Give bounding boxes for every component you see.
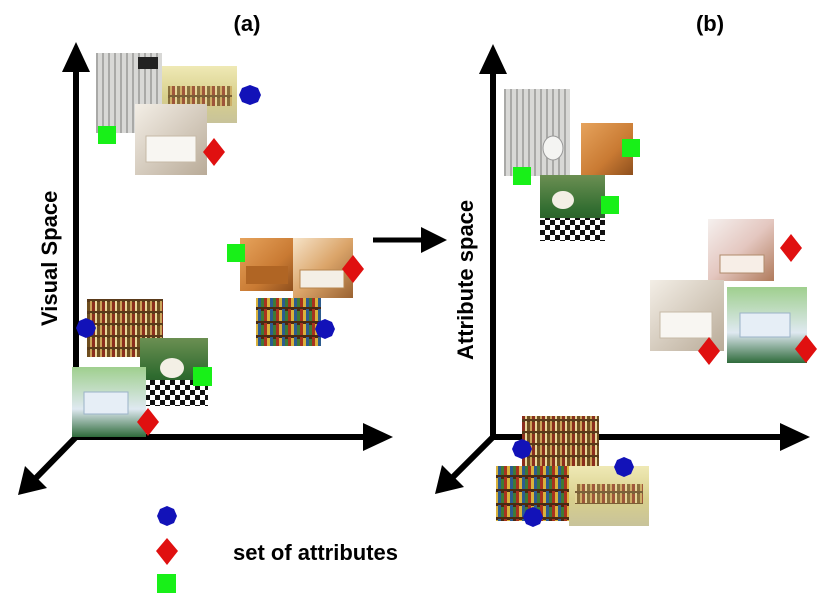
square-marker xyxy=(601,196,619,214)
y-axis-arrowhead xyxy=(479,44,507,74)
bathroom-green-photo xyxy=(540,175,605,241)
legend: set of attributes xyxy=(156,506,398,593)
circle-marker xyxy=(315,319,335,339)
bedroom-cream-photo xyxy=(650,280,724,351)
diamond-marker xyxy=(203,138,225,166)
y-axis-label: Visual Space xyxy=(37,191,62,326)
bathroom-photo xyxy=(504,89,570,176)
y-axis-arrowhead xyxy=(62,42,90,72)
x-axis-arrowhead xyxy=(363,423,393,451)
kitchen-photo xyxy=(240,238,293,291)
square-marker xyxy=(622,139,640,157)
panel-b: (b) Attribute space xyxy=(435,11,817,527)
square-marker xyxy=(98,126,116,144)
bedroom-green-photo xyxy=(72,367,146,437)
bedroom-wood-photo xyxy=(293,238,353,298)
y-axis-label: Attribute space xyxy=(453,200,478,360)
legend-circle-marker xyxy=(157,506,177,526)
bedroom-green-photo xyxy=(727,287,807,363)
legend-square-marker xyxy=(157,574,176,593)
diamond-marker xyxy=(780,234,802,262)
panel-a: (a) Visual Space xyxy=(18,11,393,495)
x-axis-arrowhead xyxy=(780,423,810,451)
legend-diamond-marker xyxy=(156,538,178,565)
circle-marker xyxy=(512,439,532,459)
library-room-photo xyxy=(569,466,649,526)
z-axis-arrowhead xyxy=(18,466,47,495)
bedroom-cream-photo xyxy=(135,104,207,175)
diamond-marker xyxy=(342,255,364,283)
circle-marker xyxy=(614,457,634,477)
square-marker xyxy=(227,244,245,262)
diamond-marker xyxy=(137,408,159,436)
diamond-marker xyxy=(698,337,720,365)
circle-marker xyxy=(76,318,96,338)
z-axis-arrowhead xyxy=(435,465,464,494)
circle-marker xyxy=(523,507,543,527)
panel-a-label: (a) xyxy=(234,11,261,36)
square-marker xyxy=(193,367,212,386)
panel-b-label: (b) xyxy=(696,11,724,36)
transition-arrow xyxy=(373,227,447,253)
z-axis xyxy=(30,434,79,484)
circle-marker xyxy=(239,85,261,105)
bedroom-window-photo xyxy=(708,219,774,281)
bookshelf-photo xyxy=(256,298,321,346)
legend-text: set of attributes xyxy=(233,540,398,565)
square-marker xyxy=(513,167,531,185)
z-axis xyxy=(447,434,496,483)
diamond-marker xyxy=(795,335,817,363)
